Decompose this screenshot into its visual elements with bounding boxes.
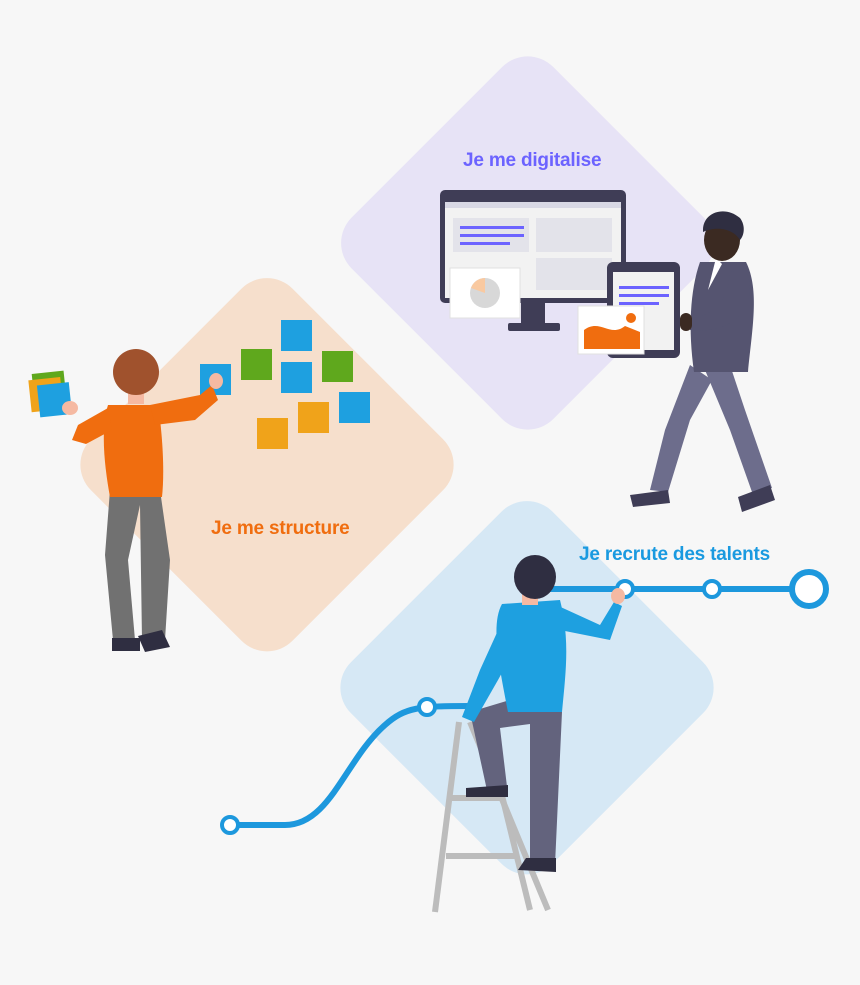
- sticky-notes: [200, 320, 370, 449]
- diamond-structure: [80, 278, 454, 652]
- timeline-node-icon: [702, 579, 722, 599]
- person-orange: [28, 349, 223, 652]
- person-suit: [630, 211, 775, 512]
- image-icon: [577, 305, 645, 355]
- pie-chart-icon: [449, 267, 521, 319]
- timeline: [220, 569, 829, 835]
- section-label-recrute: Je recrute des talents: [579, 544, 770, 565]
- timeline-node-icon: [789, 569, 829, 609]
- section-label-structure: Je me structure: [211, 518, 350, 539]
- section-label-digitalise: Je me digitalise: [463, 150, 602, 171]
- timeline-node-icon: [417, 697, 437, 717]
- person-blue: [462, 555, 625, 872]
- timeline-node-icon: [220, 815, 240, 835]
